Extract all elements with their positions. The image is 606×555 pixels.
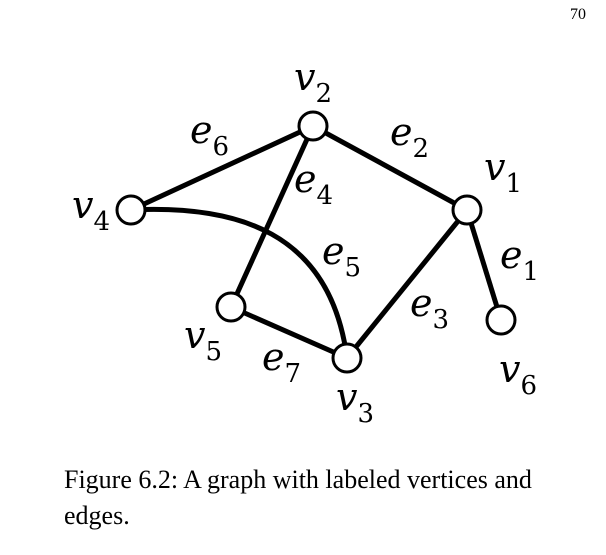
edge-label-e2: e2 bbox=[390, 110, 429, 164]
edges-layer bbox=[129, 123, 504, 361]
edge-label-e6: e6 bbox=[190, 108, 229, 162]
vertex-v5 bbox=[215, 291, 247, 323]
edge-label-e4: e4 bbox=[294, 157, 333, 211]
vertices-layer bbox=[115, 110, 517, 374]
edge-e3 bbox=[345, 208, 469, 360]
vertex-label-v4: v4 bbox=[72, 183, 110, 237]
vertex-v3 bbox=[331, 342, 363, 374]
vertex-label-v6: v6 bbox=[499, 347, 537, 401]
edge-e5 bbox=[130, 206, 350, 359]
edge-label-e7: e7 bbox=[262, 335, 301, 389]
vertex-label-v5: v5 bbox=[184, 313, 222, 367]
vertex-v2 bbox=[297, 110, 329, 142]
edge-e2 bbox=[311, 123, 469, 213]
labels-layer: v1 v2 v3 v4 v5 v6 e1 e2 e3 e4 e5 e6 e7 bbox=[72, 55, 539, 429]
vertex-v6 bbox=[485, 304, 517, 336]
graph-figure: v1 v2 v3 v4 v5 v6 e1 e2 e3 e4 e5 e6 e7 bbox=[72, 55, 539, 429]
edge-e4 bbox=[228, 124, 316, 309]
vertex-label-v3: v3 bbox=[336, 375, 374, 429]
edge-e6 bbox=[129, 123, 315, 213]
edge-e1 bbox=[464, 209, 504, 321]
page-number: 70 bbox=[570, 6, 586, 23]
graph-diagram: v1 v2 v3 v4 v5 v6 e1 e2 e3 e4 e5 e6 e7 bbox=[72, 55, 539, 429]
vertex-label-v2: v2 bbox=[294, 55, 332, 109]
edge-label-e3: e3 bbox=[410, 281, 449, 335]
edge-label-e5: e5 bbox=[322, 229, 361, 283]
vertex-v4 bbox=[115, 194, 147, 226]
edge-label-e1: e1 bbox=[500, 233, 539, 287]
vertex-v1 bbox=[451, 194, 483, 226]
edge-e7 bbox=[229, 304, 349, 361]
vertex-label-v1: v1 bbox=[484, 145, 522, 199]
figure-caption: Figure 6.2: A graph with labeled vertice… bbox=[64, 465, 532, 530]
